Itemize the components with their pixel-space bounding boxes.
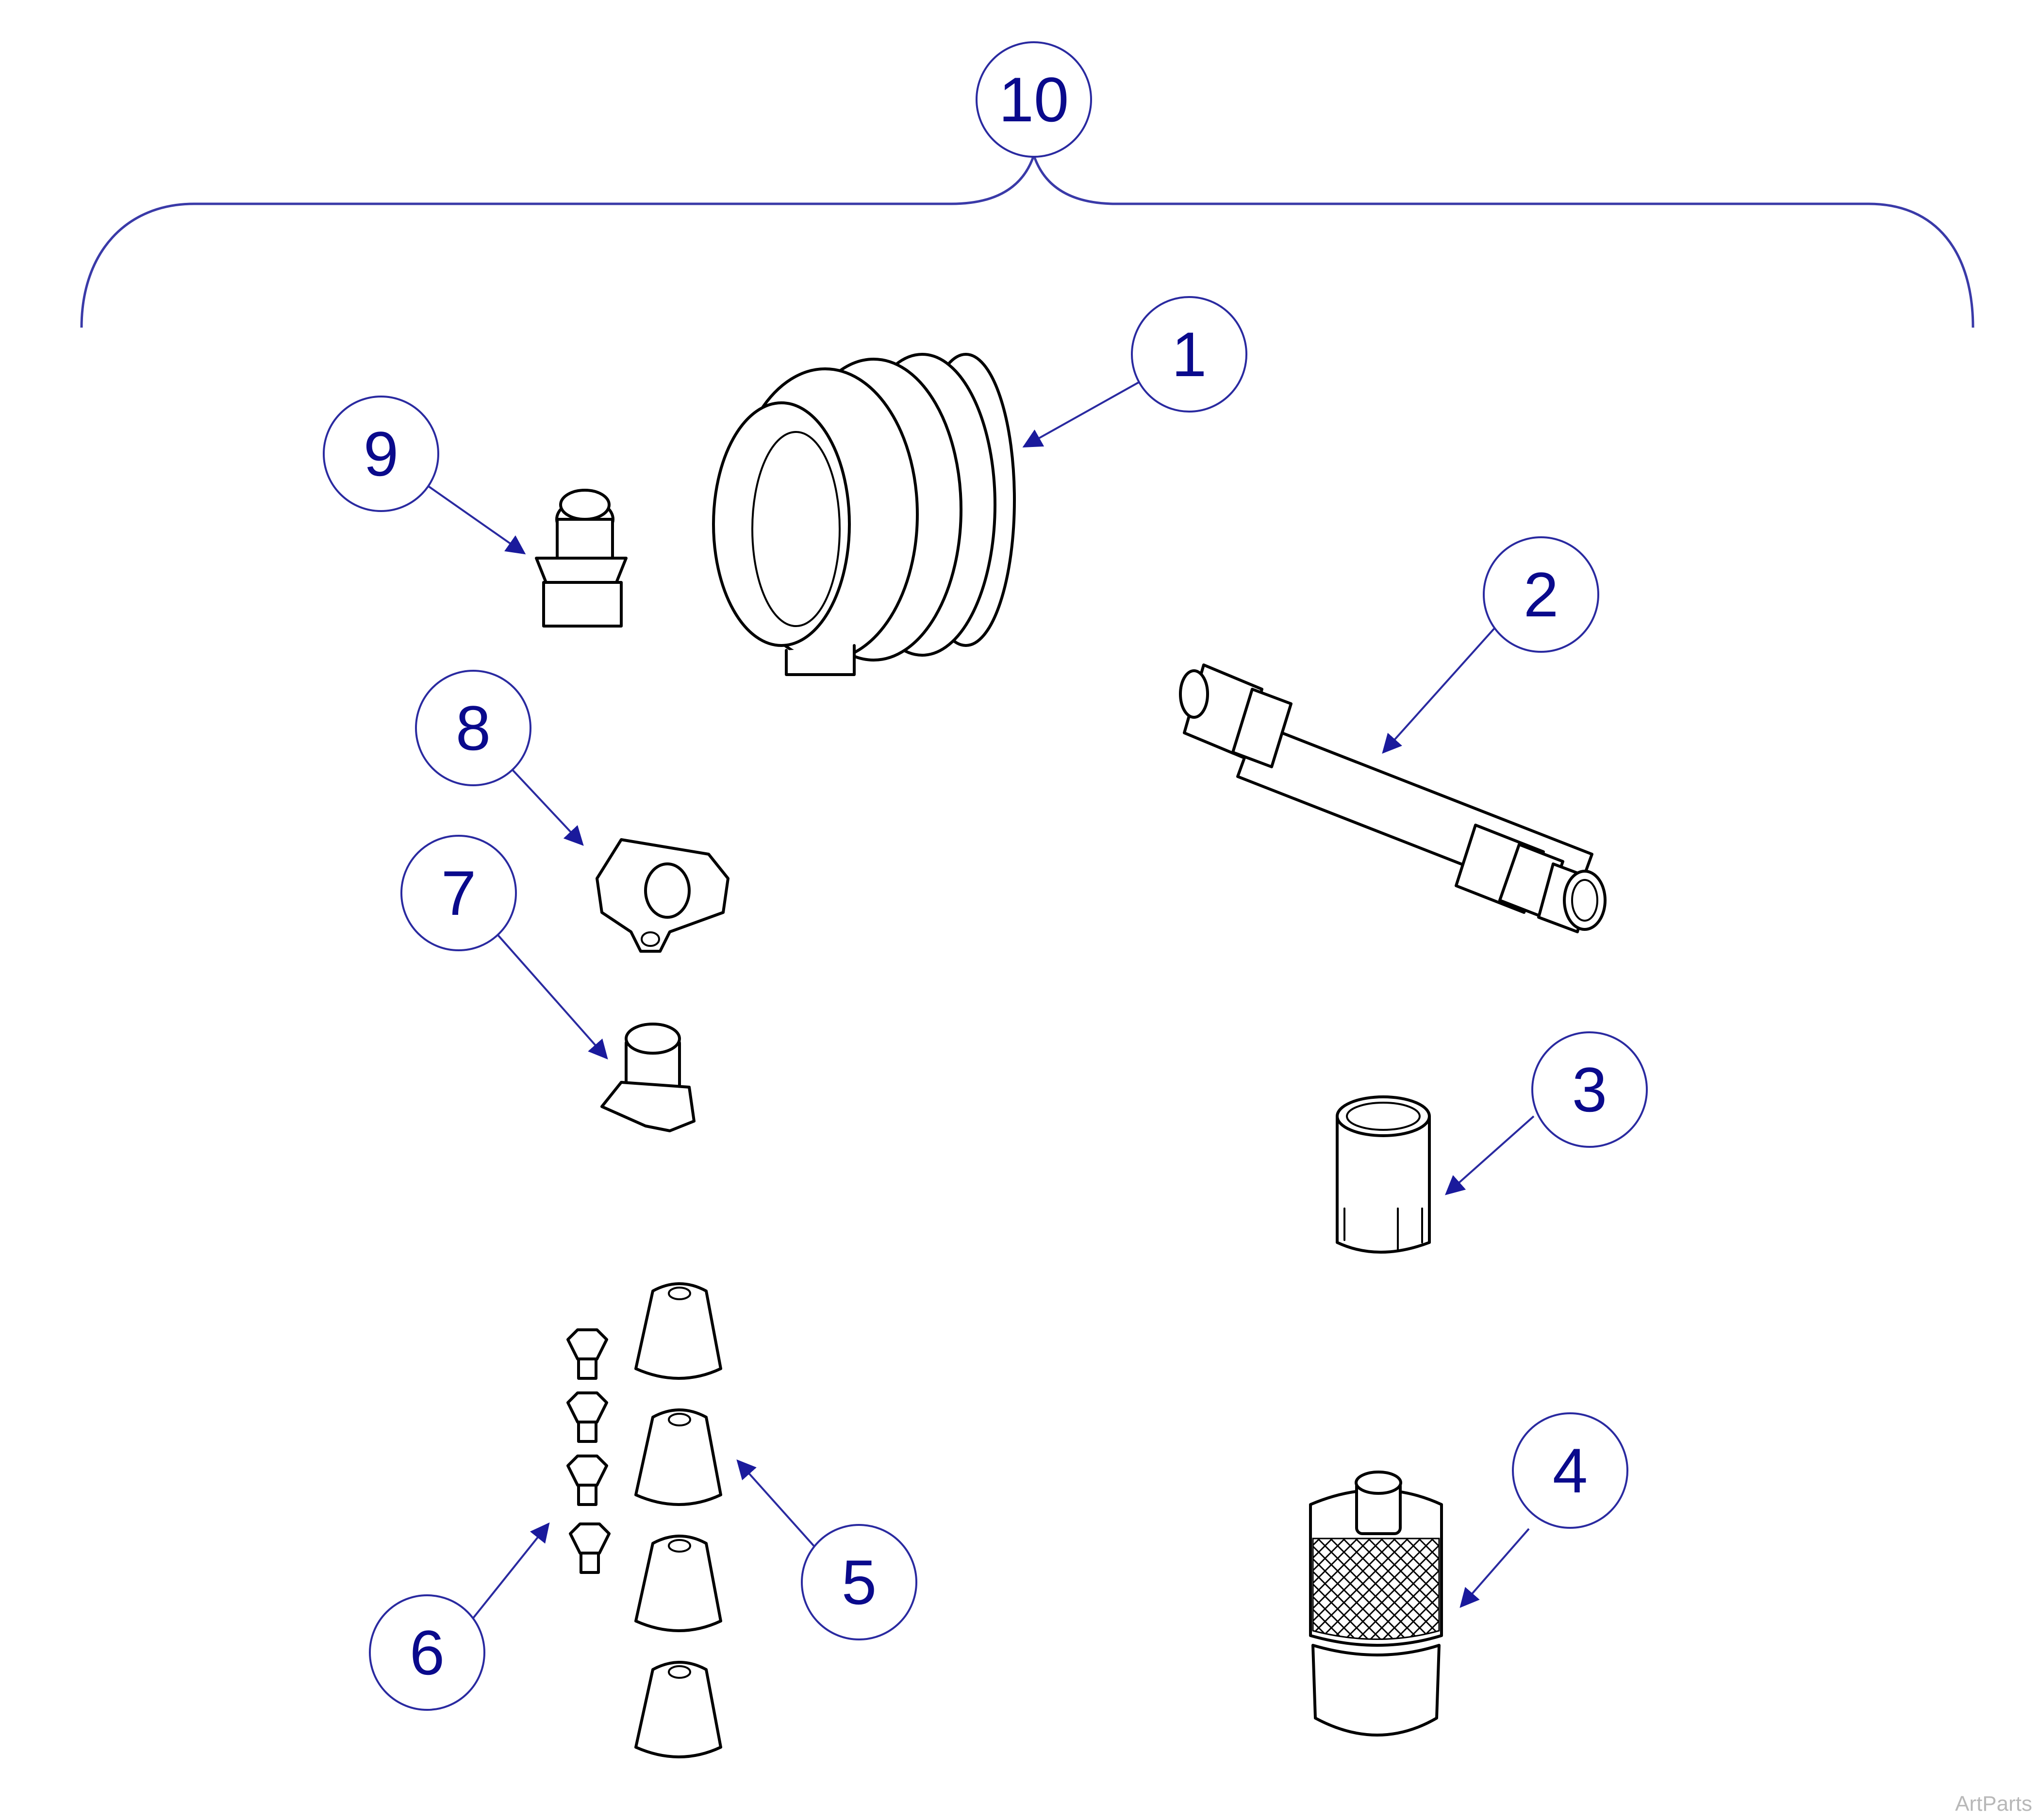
callout-3: 3 bbox=[1531, 1031, 1648, 1148]
callout-label: 3 bbox=[1572, 1054, 1607, 1125]
barbed-fitting bbox=[535, 489, 628, 628]
callout-label: 5 bbox=[842, 1547, 877, 1618]
screw bbox=[566, 1328, 608, 1380]
rubber-foot bbox=[634, 1282, 722, 1380]
screws bbox=[566, 1328, 611, 1574]
coiled-tubing bbox=[712, 353, 1016, 676]
callout-9: 9 bbox=[323, 396, 439, 512]
hose-assembly bbox=[1179, 663, 1607, 933]
screw bbox=[566, 1455, 608, 1506]
rubber-feet bbox=[634, 1282, 722, 1758]
callout-label: 1 bbox=[1172, 319, 1207, 390]
strainer-filter bbox=[1309, 1471, 1443, 1737]
leader-4 bbox=[1459, 1528, 1530, 1608]
callout-label: 9 bbox=[364, 418, 398, 489]
callout-1: 1 bbox=[1131, 296, 1247, 413]
callout-10: 10 bbox=[976, 41, 1092, 158]
rubber-foot bbox=[634, 1408, 722, 1506]
callout-label: 7 bbox=[441, 858, 476, 928]
callout-label: 8 bbox=[456, 693, 491, 763]
screw bbox=[569, 1522, 611, 1574]
leader-9 bbox=[426, 484, 526, 555]
leader-6 bbox=[470, 1522, 550, 1622]
callout-7: 7 bbox=[400, 835, 517, 951]
callout-8: 8 bbox=[415, 670, 531, 786]
leader-8 bbox=[509, 766, 584, 846]
callout-4: 4 bbox=[1512, 1412, 1628, 1529]
callout-label: 4 bbox=[1553, 1435, 1588, 1506]
leader-7 bbox=[494, 931, 608, 1059]
screw bbox=[566, 1391, 608, 1443]
sleeve bbox=[1336, 1095, 1431, 1254]
rubber-foot bbox=[634, 1535, 722, 1632]
callout-6: 6 bbox=[369, 1594, 485, 1711]
callout-label: 6 bbox=[410, 1617, 445, 1688]
leader-3 bbox=[1445, 1115, 1535, 1195]
rubber-foot bbox=[634, 1661, 722, 1758]
leader-2 bbox=[1382, 611, 1510, 754]
callout-label: 2 bbox=[1524, 559, 1558, 630]
clamp-block bbox=[596, 838, 729, 953]
leader-5 bbox=[736, 1459, 821, 1554]
callout-label: 10 bbox=[999, 64, 1069, 135]
watermark: ArtParts bbox=[1955, 1792, 2032, 1816]
leader-1 bbox=[1022, 378, 1146, 447]
callout-5: 5 bbox=[801, 1524, 917, 1640]
elbow-fitting bbox=[600, 1023, 696, 1132]
assembly-brace bbox=[80, 151, 1974, 328]
callout-2: 2 bbox=[1483, 536, 1599, 653]
